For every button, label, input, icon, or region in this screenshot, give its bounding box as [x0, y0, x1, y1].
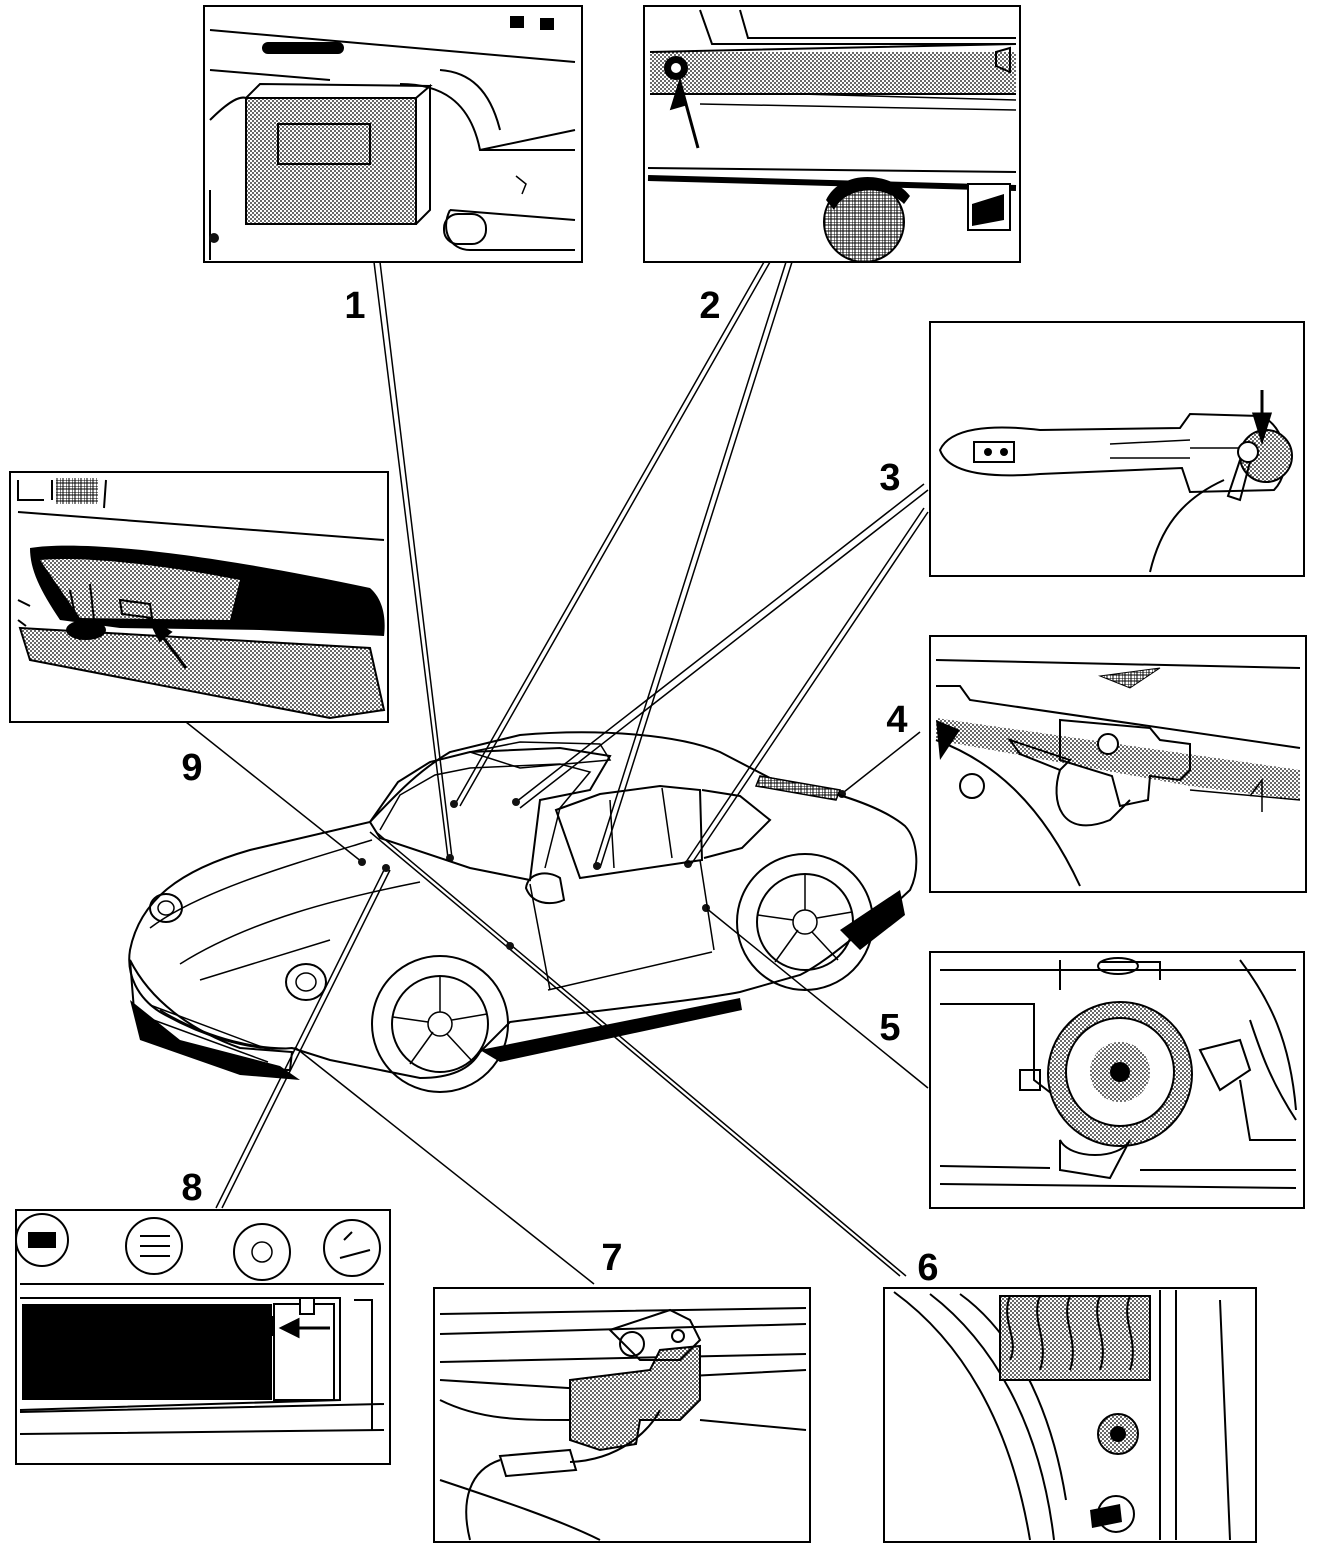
callout-numbers: 1 2 3 4 5 6 7 8 9: [181, 285, 938, 1289]
leader-8: [215, 869, 391, 1209]
leader-3a: [515, 483, 929, 809]
detail-panel-5: [929, 951, 1305, 1209]
detail-panel-1: [203, 5, 583, 263]
detail-panel-8: [15, 1209, 391, 1465]
point-5: [702, 904, 710, 912]
detail-panel-6: [883, 1287, 1257, 1543]
callout-number-3: 3: [879, 457, 900, 499]
callout-number-9: 9: [181, 747, 202, 789]
leader-9: [185, 721, 363, 863]
detail-panel-7: [433, 1287, 811, 1543]
callout-number-8: 8: [181, 1167, 202, 1209]
detail-panel-3: [929, 321, 1305, 577]
leader-5: [705, 907, 929, 1089]
car-illustration: [128, 731, 918, 1093]
point-2a: [450, 800, 458, 808]
detail-panel-9: [9, 471, 389, 723]
callout-number-6: 6: [917, 1247, 938, 1289]
leader-6: [369, 831, 907, 1277]
leader-2b: [593, 261, 793, 869]
point-6: [506, 942, 514, 950]
callout-number-5: 5: [879, 1007, 900, 1049]
callout-number-4: 4: [886, 699, 907, 741]
point-3a: [512, 798, 520, 806]
detail-panel-2: [643, 5, 1021, 263]
callout-number-2: 2: [699, 285, 720, 327]
callout-number-7: 7: [601, 1237, 622, 1279]
leader-7: [295, 1047, 595, 1285]
point-2b: [593, 862, 601, 870]
leader-3b: [685, 507, 929, 867]
leader-4: [843, 731, 921, 793]
leader-2a: [453, 261, 771, 807]
leader-lines: [185, 261, 929, 1285]
point-9: [358, 858, 366, 866]
point-8: [382, 864, 390, 872]
detail-panel-4: [929, 635, 1307, 893]
callout-number-1: 1: [344, 285, 365, 327]
